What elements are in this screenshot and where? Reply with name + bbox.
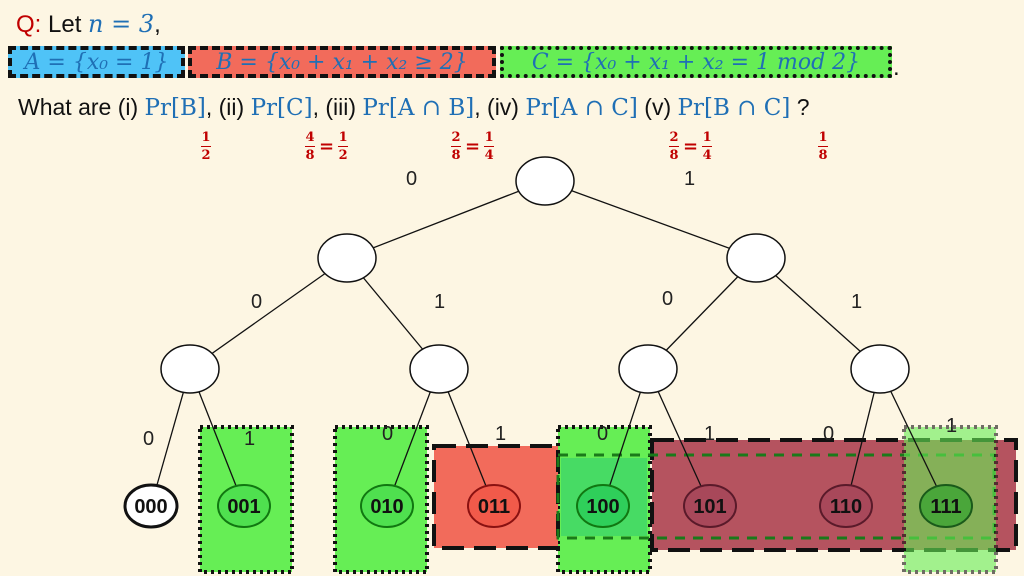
set-B-label: B = {x₀ + x₁ + x₂ ≥ 2} [216, 49, 468, 75]
leaf-110-label: 110 [830, 496, 862, 518]
node-00 [160, 344, 220, 394]
leaf-010: 010 [360, 484, 414, 528]
edge-label-r1-left: 0 [662, 288, 673, 310]
node-11 [850, 344, 910, 394]
answer-iii-num2: 1 [484, 130, 494, 145]
answer-ii-den1: 8 [305, 148, 315, 163]
answer-ii-num2: 1 [338, 130, 348, 145]
n-definition: n = 3 [88, 10, 155, 38]
answer-iii: 2 8 = 1 4 [451, 130, 495, 163]
leaf-100-label: 100 [586, 496, 619, 518]
edge-label-l1-left: 0 [251, 291, 262, 313]
answer-i-num: 1 [201, 130, 211, 145]
pr-B-and-C: Pr[B ∩ C] [677, 95, 791, 121]
pr-A-and-C: Pr[A ∩ C] [525, 95, 638, 121]
what-are-text: What are (i) [18, 94, 145, 120]
root-node [515, 156, 575, 206]
leaf-011-label: 011 [478, 496, 510, 518]
node-0 [317, 233, 377, 283]
edge-label-l2b-right: 1 [495, 423, 506, 445]
answer-iv-den2: 4 [702, 148, 712, 163]
leaf-001-label: 001 [227, 496, 260, 518]
leaf-001: 001 [217, 484, 271, 528]
leaf-011: 011 [467, 484, 521, 528]
question-line-1: Q: Let n = 3, [16, 10, 161, 39]
answer-iii-eq: = [465, 136, 481, 157]
edge-label-r1-right: 1 [851, 291, 862, 313]
answer-iii-den2: 4 [484, 148, 494, 163]
answer-iv: 2 8 = 1 4 [669, 130, 713, 163]
node-10 [618, 344, 678, 394]
set-B-box: B = {x₀ + x₁ + x₂ ≥ 2} [188, 46, 496, 78]
answer-ii-den2: 2 [338, 148, 348, 163]
edge-label-r2a-right: 1 [704, 423, 715, 445]
edge-label-l1-right: 1 [434, 291, 445, 313]
answer-ii: 4 8 = 1 2 [305, 130, 349, 163]
answer-iv-eq: = [683, 136, 699, 157]
leaf-000: 000 [123, 483, 179, 529]
edge-label-r2b-left: 0 [823, 423, 834, 445]
leaf-111: 111 [919, 484, 973, 528]
answer-v-den: 8 [818, 148, 828, 163]
answer-iii-num1: 2 [451, 130, 461, 145]
edge-label-l2a-left: 0 [143, 428, 154, 450]
item-ii-label: , (ii) [205, 94, 251, 120]
edge-label-r2a-left: 0 [597, 423, 608, 445]
let-text: Let [41, 11, 89, 38]
answer-ii-num1: 4 [305, 130, 315, 145]
item-iv-label: , (iv) [474, 94, 526, 120]
leaf-101: 101 [683, 484, 737, 528]
set-C-box: C = {x₀ + x₁ + x₂ = 1 mod 2} [500, 46, 892, 78]
question-line-3: What are (i) Pr[B], (ii) Pr[C], (iii) Pr… [18, 94, 810, 121]
answer-iv-num2: 1 [702, 130, 712, 145]
pr-A-and-B: Pr[A ∩ B] [362, 95, 475, 121]
answer-v-num: 1 [818, 130, 828, 145]
tree-edges [150, 180, 947, 507]
answer-iv-num1: 2 [669, 130, 679, 145]
leaf-100: 100 [576, 484, 630, 528]
edge-label-root-left: 0 [406, 168, 417, 190]
answer-i-den: 2 [201, 148, 211, 163]
edge-label-l2b-left: 0 [382, 423, 393, 445]
leaf-101-label: 101 [693, 496, 726, 518]
item-iii-label: , (iii) [312, 94, 363, 120]
item-v-label: (v) [637, 94, 678, 120]
answer-iii-den1: 8 [451, 148, 461, 163]
edge-label-root-right: 1 [684, 168, 695, 190]
set-C-label: C = {x₀ + x₁ + x₂ = 1 mod 2} [531, 49, 861, 75]
edge-label-r2b-right: 1 [946, 415, 957, 437]
edge-label-l2a-right: 1 [244, 428, 255, 450]
answer-ii-eq: = [319, 136, 335, 157]
period: . [893, 54, 900, 81]
question-mark: ? [790, 94, 810, 120]
pr-B: Pr[B] [144, 95, 206, 121]
leaf-010-label: 010 [370, 496, 403, 518]
comma: , [154, 11, 161, 38]
set-A-box: A = {x₀ = 1} [8, 46, 185, 78]
leaf-000-label: 000 [134, 496, 167, 518]
question-prefix: Q: [16, 11, 42, 38]
leaf-111-label: 111 [930, 496, 961, 518]
leaf-110: 110 [819, 484, 873, 528]
answer-iv-den1: 8 [669, 148, 679, 163]
pr-C: Pr[C] [250, 95, 313, 121]
node-1 [726, 233, 786, 283]
node-01 [409, 344, 469, 394]
set-A-label: A = {x₀ = 1} [24, 49, 169, 75]
